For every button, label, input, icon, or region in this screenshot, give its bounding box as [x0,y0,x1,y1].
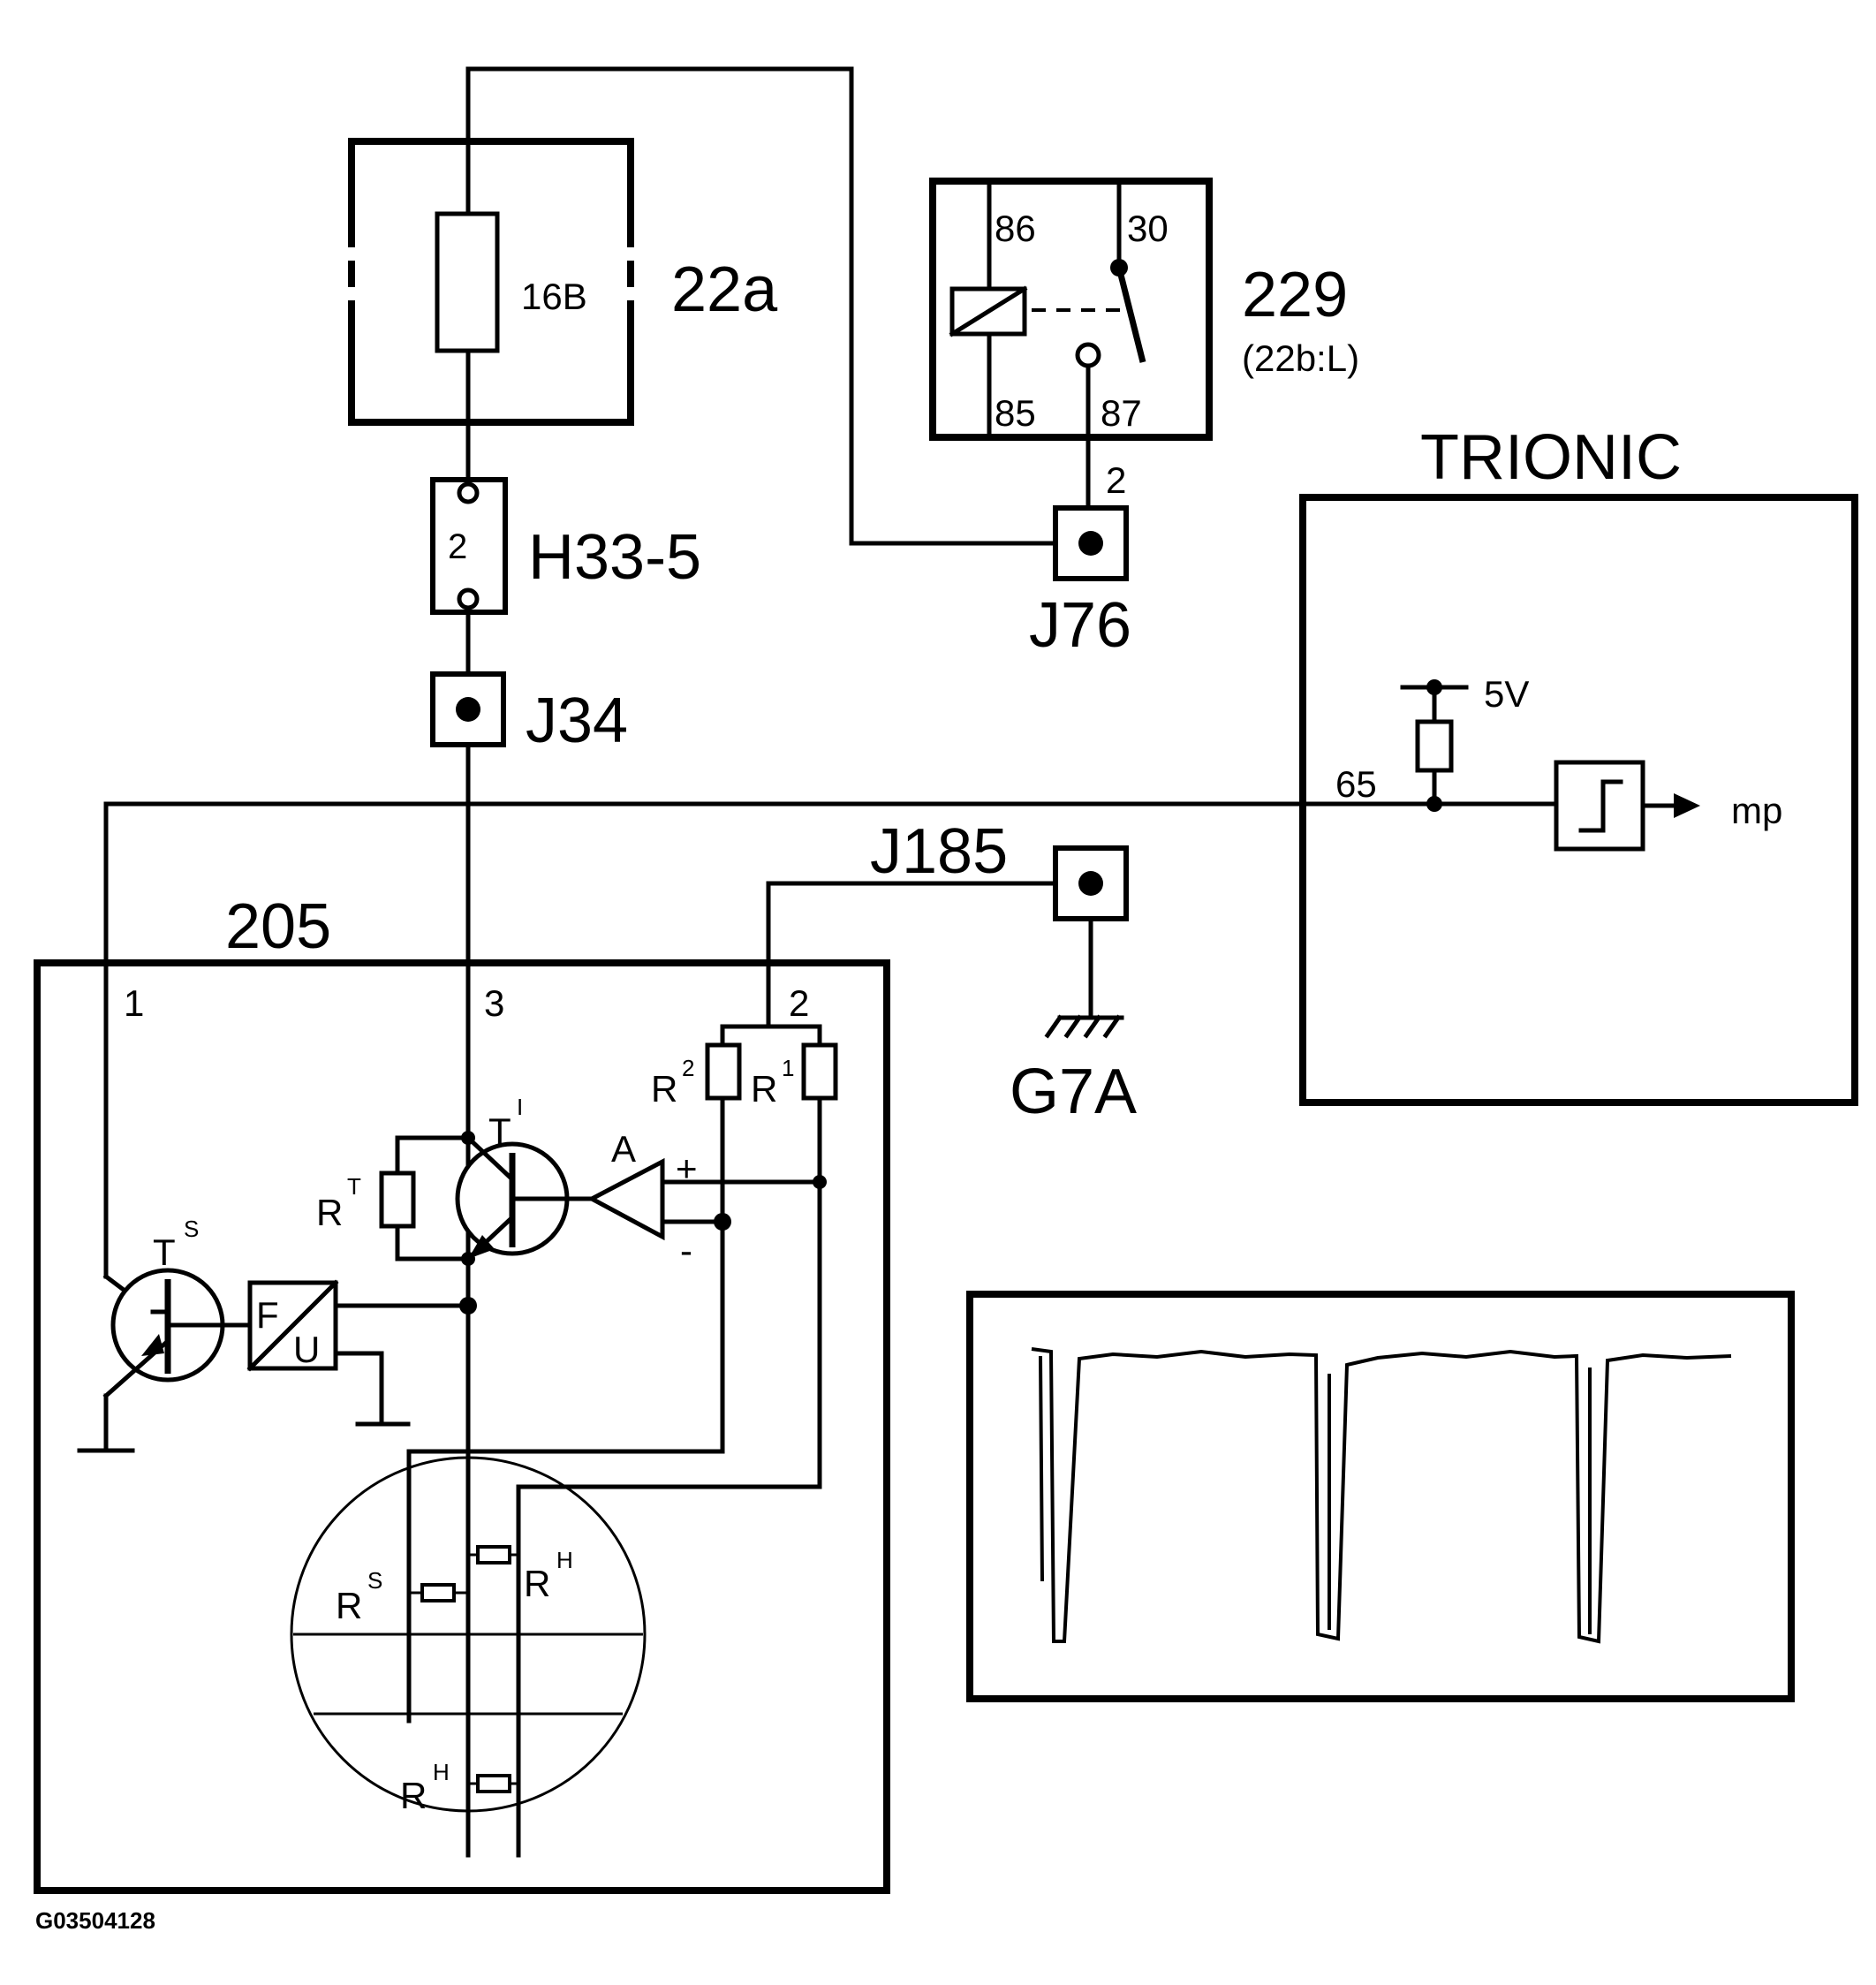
junction-j185-label: J185 [870,816,1008,887]
junction-j34: J34 [430,671,628,756]
trionic-ecu: TRIONIC 65 5V mp [1299,422,1858,1106]
junction-j76-label: J76 [1029,590,1131,661]
ecu-output: mp [1731,790,1782,831]
relay-contact-87 [1075,342,1101,368]
junction-j76: 2 J76 [1029,459,1131,661]
figure-code: G03504128 [35,1907,155,1934]
amplifier-minus: - [680,1230,692,1271]
sensor-pin-3: 3 [484,982,504,1024]
connector-h33-5: 2 H33-5 [430,477,701,615]
resistor-rs [420,1583,456,1602]
resistor-rh-bottom-sup: H [433,1759,450,1785]
fuse-holder-22a: 16B 22a [348,138,778,426]
amplifier-plus: + [676,1148,698,1189]
resistor-rs-label: R [336,1585,362,1626]
relay-label: 229 [1242,260,1348,330]
resistor-rh-bottom-label: R [400,1775,427,1816]
resistor-rt [379,1171,416,1229]
sensor-pin-1: 1 [124,982,144,1024]
resistor-r1 [801,1042,838,1101]
transistor-ts-label: T [153,1231,176,1273]
relay-pin-85: 85 [995,392,1036,434]
waveform-panel [966,1291,1795,1702]
resistor-r2 [705,1042,742,1101]
transistor-ti-sup: I [517,1094,523,1120]
amplifier-a [586,1157,665,1241]
resistor-r2-sup: 2 [682,1055,694,1081]
sensor-label: 205 [225,891,331,962]
ecu-pin-65: 65 [1335,763,1377,805]
resistor-rh-top-sup: H [556,1547,573,1573]
junction-j34-label: J34 [526,686,628,756]
ecu-label: TRIONIC [1420,422,1682,493]
resistor-rh-top [476,1545,511,1565]
fuse-holder-label: 22a [671,254,778,325]
connector-h33-pin: 2 [448,527,467,566]
resistor-r2-label: R [651,1068,677,1110]
ground-g7a: G7A [1010,1014,1137,1127]
resistor-rh-bottom [476,1774,511,1793]
fuse-16b [435,211,500,353]
resistor-rh-top-label: R [524,1563,550,1604]
fu-converter-u: U [293,1329,320,1370]
transistor-ti-label: T [488,1110,511,1152]
resistor-r1-sup: 1 [782,1055,794,1081]
fu-converter-f: F [256,1294,279,1336]
relay-pin-86: 86 [995,208,1036,249]
resistor-rs-sup: S [367,1567,382,1594]
fuse-label: 16B [521,276,587,317]
connector-h33-label: H33-5 [528,522,701,593]
sensor-205: 205 1 3 2 R 2 R 1 A + - T I [34,891,890,1894]
relay-pin-30: 30 [1127,208,1169,249]
resistor-r1-label: R [751,1068,777,1110]
schmitt-trigger [1554,760,1645,852]
resistor-rt-label: R [316,1192,343,1233]
ground-label: G7A [1010,1057,1137,1127]
sensor-pin-2: 2 [789,982,809,1024]
relay-location: (22b:L) [1242,337,1359,379]
ecu-pullup-resistor [1415,719,1454,773]
relay-229: 86 30 85 87 229 (22b:L) [929,178,1359,546]
amplifier-label: A [611,1128,636,1170]
junction-j185: J185 [766,816,1129,1029]
junction-j76-pin: 2 [1106,459,1126,501]
resistor-rt-sup: T [347,1173,361,1200]
pulse-waveform [1031,1347,1732,1644]
relay-pin-87: 87 [1101,392,1142,434]
transistor-ts-sup: S [184,1216,199,1242]
sensing-element [290,1456,647,1813]
ecu-supply: 5V [1484,673,1529,715]
output-arrow [1674,793,1700,818]
